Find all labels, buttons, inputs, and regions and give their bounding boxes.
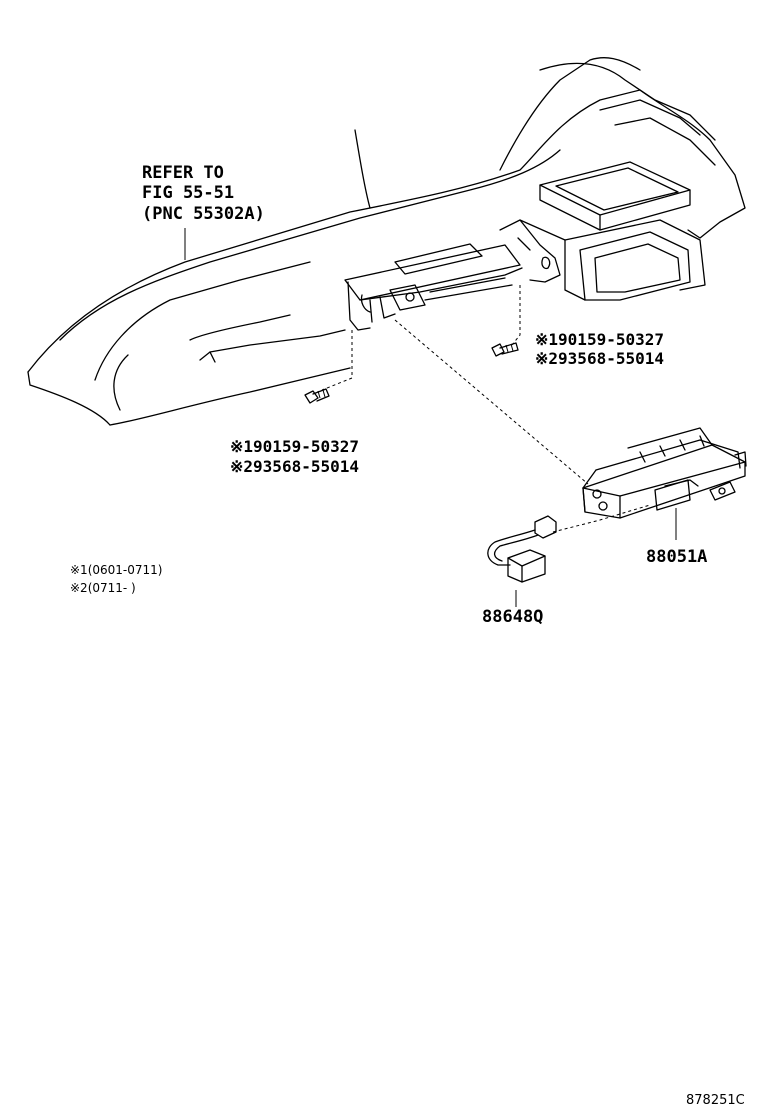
refer-note: REFER TO FIG 55-51 (PNC 55302A) — [142, 163, 265, 224]
bolt-left-line2: ※293568-55014 — [230, 457, 359, 476]
bolt-right-line2: ※293568-55014 — [535, 349, 664, 368]
part-number-88051A: 88051A — [646, 547, 707, 567]
leader-lines — [184, 228, 677, 607]
receiver-module-illustration — [582, 427, 747, 519]
bolt-right-icon — [491, 342, 519, 357]
legend-line2: ※2(0711- ) — [70, 581, 136, 595]
instrument-panel-illustration — [27, 57, 746, 426]
bolt-right-line1: ※190159-50327 — [535, 330, 664, 349]
legend: ※1(0601-0711) ※2(0711- ) — [70, 563, 162, 595]
bolt-left-label: ※190159-50327 ※293568-55014 — [230, 437, 359, 476]
bolt-right-label: ※190159-50327 ※293568-55014 — [535, 330, 664, 368]
legend-line1: ※1(0601-0711) — [70, 563, 162, 577]
illustration-code: 878251C — [686, 1093, 745, 1108]
refer-note-line1: REFER TO — [142, 163, 224, 183]
refer-note-line2: FIG 55-51 — [142, 183, 234, 203]
part-number-88648Q: 88648Q — [482, 607, 543, 627]
refer-note-line3: (PNC 55302A) — [142, 204, 265, 224]
bolt-left-line1: ※190159-50327 — [230, 437, 359, 456]
bolt-left-icon — [304, 388, 330, 404]
wire-harness-illustration — [487, 515, 557, 583]
